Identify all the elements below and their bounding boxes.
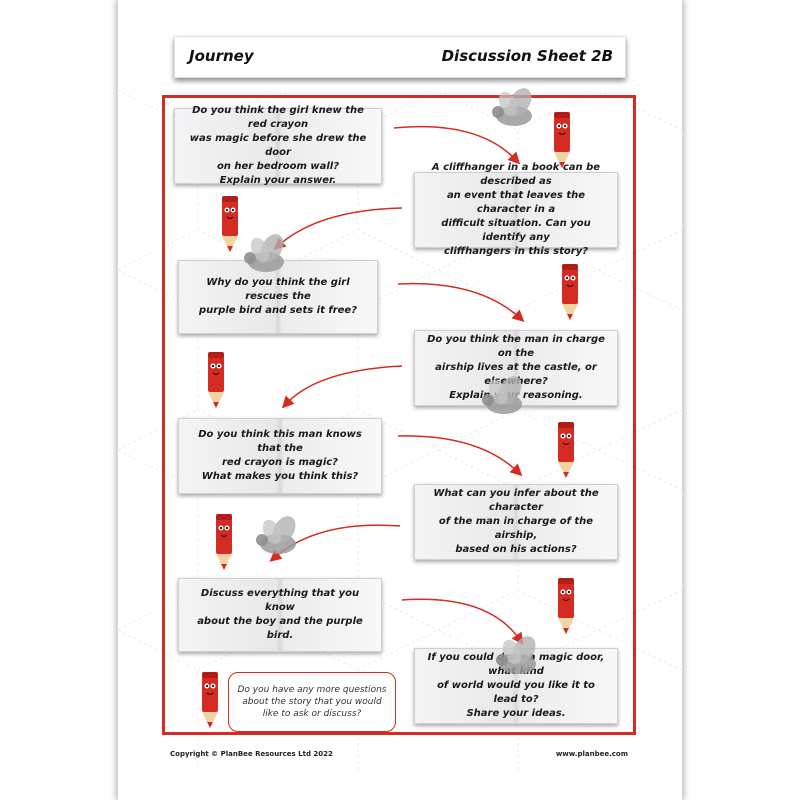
question-card-1: Do you think the girl knew the red crayo… [174, 105, 382, 186]
question-card-3: Why do you think the girl rescues the pu… [178, 260, 378, 334]
question-card-8: If you could draw a magic door, what kin… [414, 648, 618, 724]
question-text: Do you think this man knows that the red… [198, 429, 362, 482]
speech-bubble: Do you have any more questions about the… [228, 672, 396, 732]
bubble-text: Do you have any more questions about the… [237, 685, 387, 719]
worksheet-page: Journey Discussion Sheet 2B Do you think… [118, 0, 682, 800]
red-border-frame [162, 95, 636, 735]
question-text: Why do you think the girl rescues the pu… [198, 277, 357, 316]
header-bar: Journey Discussion Sheet 2B [174, 36, 626, 78]
question-card-4: Do you think the man in charge on the ai… [414, 330, 618, 406]
question-text: Do you think the girl knew the red crayo… [189, 105, 367, 186]
copyright-text: Copyright © PlanBee Resources Ltd 2022 [170, 750, 333, 758]
sheet-label: Discussion Sheet 2B [441, 47, 613, 65]
question-text: Discuss everything that you know about t… [197, 588, 363, 641]
question-text: A cliffhanger in a book can be described… [431, 162, 601, 257]
question-card-6: What can you infer about the character o… [414, 484, 618, 560]
website-link[interactable]: www.planbee.com [555, 750, 628, 758]
question-card-7: Discuss everything that you know about t… [178, 578, 382, 652]
question-card-2: A cliffhanger in a book can be described… [414, 162, 618, 257]
question-card-5: Do you think this man knows that the red… [178, 418, 382, 494]
question-text: Do you think the man in charge on the ai… [427, 334, 605, 401]
question-text: If you could draw a magic door, what kin… [427, 652, 605, 719]
question-text: What can you infer about the character o… [433, 488, 599, 555]
page-title: Journey [189, 47, 254, 65]
